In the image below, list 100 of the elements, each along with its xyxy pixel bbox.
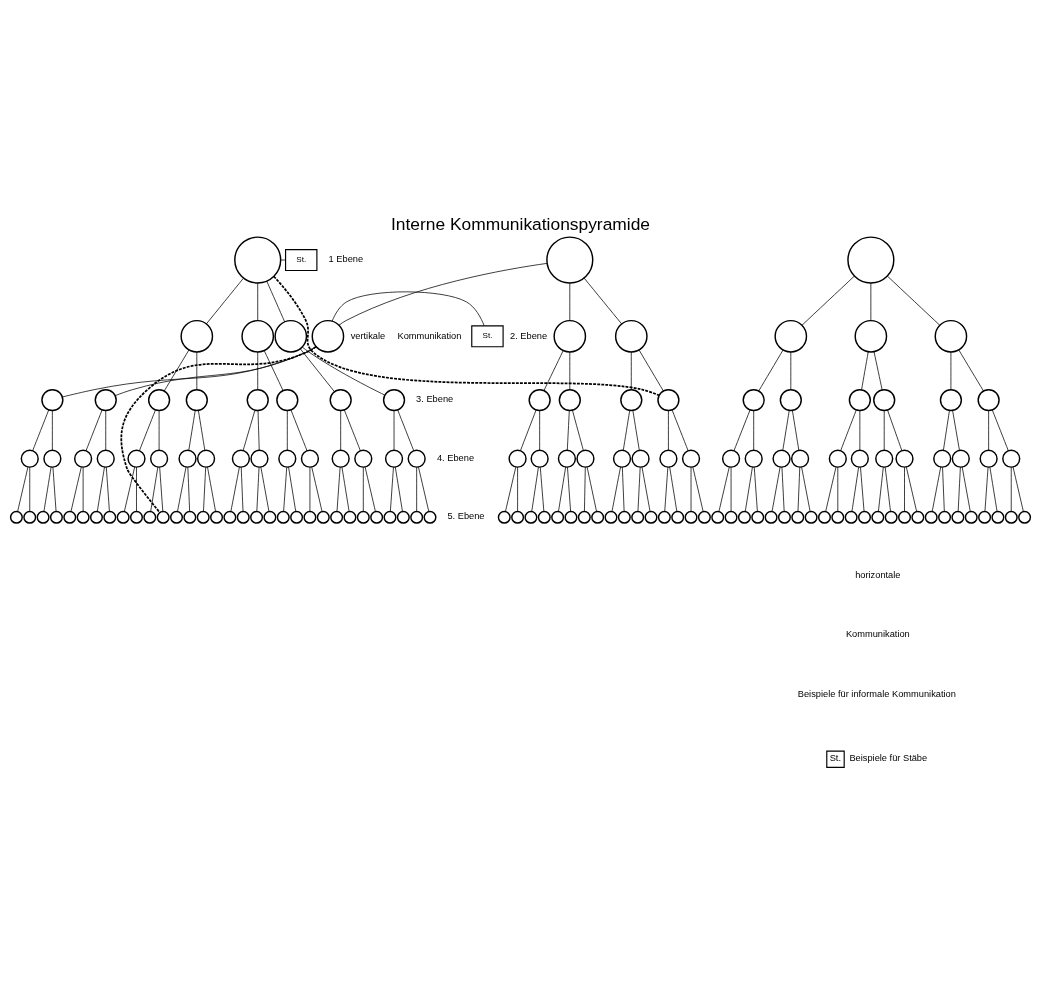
connector [641, 466, 651, 512]
node-circle [1018, 510, 1032, 524]
node-circle [659, 449, 678, 468]
node-circle [620, 388, 643, 411]
node-circle [577, 510, 591, 524]
connector [586, 466, 597, 512]
connector [136, 466, 137, 512]
node-circle [23, 510, 37, 524]
connector [188, 409, 196, 451]
node-circle [210, 510, 224, 524]
node-circle [657, 388, 680, 411]
connector [782, 409, 790, 451]
node-circle [1004, 510, 1018, 524]
connector [801, 275, 855, 326]
connector [991, 409, 1009, 451]
label: 2. Ebene [510, 330, 548, 340]
connector [671, 409, 689, 451]
connector [341, 466, 350, 512]
node-circle [964, 510, 978, 524]
node-circle [497, 510, 511, 524]
node-circle [250, 449, 269, 468]
node-circle [530, 449, 549, 468]
connector [240, 466, 244, 512]
node-circle [524, 510, 538, 524]
node-circle [276, 510, 290, 524]
connector [584, 466, 586, 512]
node-circle [356, 510, 370, 524]
connector [859, 409, 861, 451]
connector [163, 349, 190, 391]
node-circle [764, 510, 778, 524]
node-circle [898, 510, 912, 524]
label: horizontale [855, 569, 901, 580]
connector [988, 409, 989, 451]
connector [52, 466, 57, 512]
connector [150, 466, 159, 512]
connector [566, 409, 570, 451]
node-circle [933, 449, 952, 468]
connector [266, 280, 286, 322]
connector [943, 409, 950, 451]
node-circle [850, 449, 869, 468]
node-circle [551, 510, 565, 524]
node-circle [911, 510, 925, 524]
node-circle [250, 510, 264, 524]
connector [781, 466, 785, 512]
connector [931, 466, 942, 512]
connector [904, 466, 905, 512]
connector [730, 466, 732, 512]
node-circle [410, 510, 424, 524]
node-circle [36, 510, 50, 524]
node-circle [263, 510, 277, 524]
connector [952, 409, 960, 451]
node-circle [742, 388, 765, 411]
connector [873, 350, 883, 390]
node-circle [791, 510, 805, 524]
node-circle [143, 510, 157, 524]
node-circle [772, 449, 791, 468]
node-circle [721, 449, 741, 468]
node-circle [697, 510, 711, 524]
connector [70, 466, 82, 512]
connector [286, 409, 288, 451]
connector [207, 466, 216, 512]
connector [517, 466, 518, 512]
legend-label: Beispiele für Stäbe [849, 752, 928, 763]
connector [290, 409, 308, 451]
node-circle [329, 388, 352, 411]
connector [870, 282, 872, 321]
connector [840, 409, 857, 451]
connector [343, 409, 361, 451]
label: 1 Ebene [328, 253, 364, 264]
node-circle [614, 319, 648, 353]
node-circle [711, 510, 725, 524]
node-circle [223, 510, 237, 524]
connector [950, 351, 952, 390]
connector [280, 259, 286, 260]
connector [539, 409, 540, 451]
node-circle [180, 319, 214, 353]
connector [364, 466, 376, 512]
node-circle [1002, 449, 1021, 468]
connector [206, 277, 244, 324]
node-circle [43, 449, 62, 468]
node-circle [103, 510, 117, 524]
node-circle [631, 510, 645, 524]
node-circle [76, 510, 90, 524]
node-circle [631, 449, 650, 468]
label: St. [829, 752, 842, 763]
connector [851, 466, 859, 512]
node-circle [671, 510, 685, 524]
connector [196, 351, 198, 390]
node-circle [828, 449, 847, 468]
connector [198, 409, 206, 451]
connector [288, 466, 297, 512]
node-circle [156, 510, 170, 524]
connector [418, 466, 430, 512]
connector [884, 466, 891, 512]
connector [520, 409, 537, 451]
node-circle [343, 510, 357, 524]
node-circle [564, 510, 578, 524]
node-circle [848, 388, 871, 411]
connector [887, 409, 903, 451]
node-circle [41, 388, 64, 411]
